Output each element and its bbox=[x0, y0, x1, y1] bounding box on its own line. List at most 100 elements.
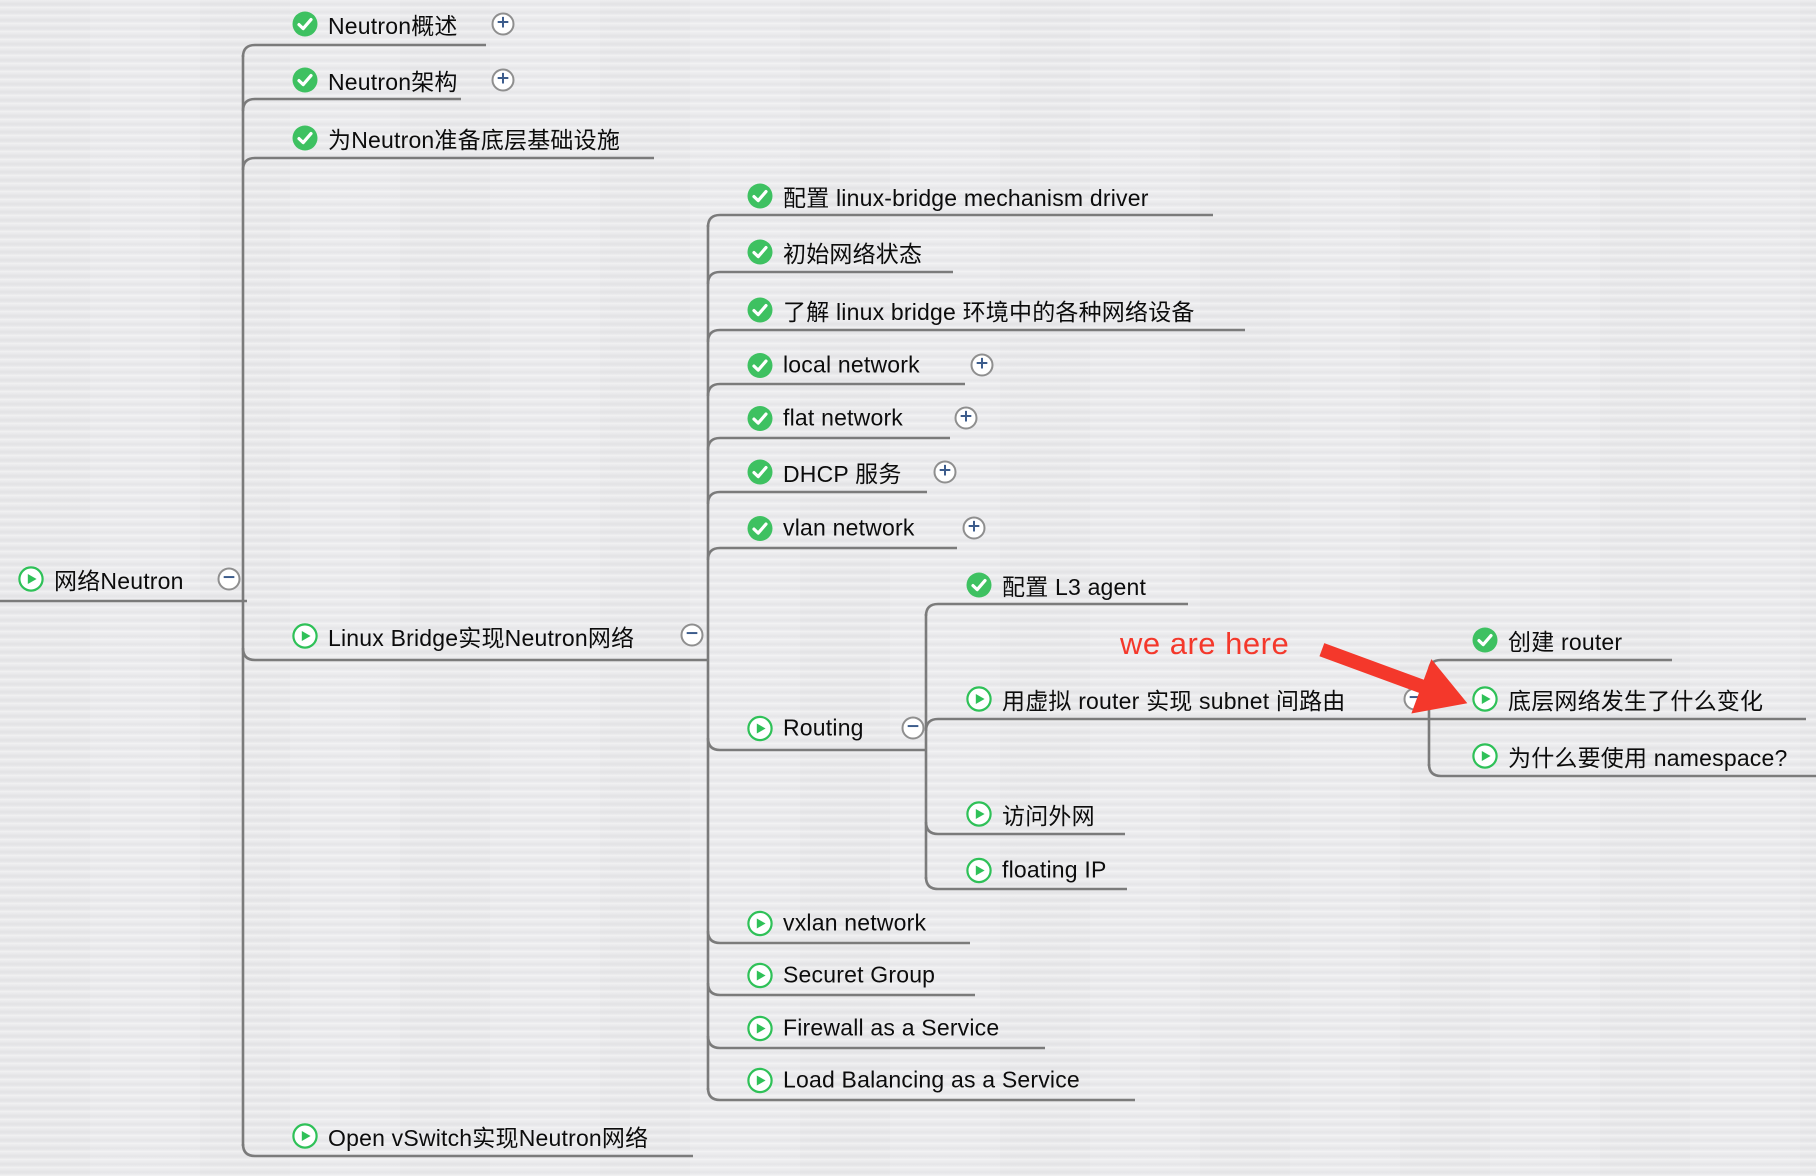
branch-line bbox=[924, 876, 1127, 891]
node-mech-driver[interactable]: 配置 linux-bridge mechanism driver bbox=[747, 179, 1149, 213]
plus-icon: + bbox=[937, 460, 953, 481]
branch-line bbox=[706, 930, 970, 945]
play-icon bbox=[1472, 743, 1498, 769]
collapse-button[interactable]: − bbox=[1403, 687, 1427, 711]
branch-line bbox=[706, 982, 975, 997]
branch-line bbox=[241, 156, 654, 171]
branch-line bbox=[924, 602, 1188, 617]
node-securet-group[interactable]: Securet Group bbox=[747, 962, 935, 989]
node-l3-agent[interactable]: 配置 L3 agent bbox=[966, 568, 1146, 602]
node-vxlan-network[interactable]: vxlan network bbox=[747, 910, 926, 937]
branch-line bbox=[706, 382, 965, 397]
check-icon bbox=[747, 459, 773, 485]
branch-line bbox=[241, 1143, 693, 1158]
check-icon bbox=[747, 515, 773, 541]
expand-button[interactable]: + bbox=[970, 353, 994, 377]
minus-icon: − bbox=[905, 716, 921, 737]
branch-line bbox=[706, 270, 953, 285]
node-label: Open vSwitch实现Neutron网络 bbox=[328, 1125, 649, 1151]
check-icon bbox=[747, 405, 773, 431]
play-icon bbox=[18, 566, 44, 592]
check-icon bbox=[747, 297, 773, 323]
node-why-namespace[interactable]: 为什么要使用 namespace? bbox=[1472, 739, 1788, 773]
node-label: Neutron架构 bbox=[328, 69, 458, 95]
branch-line bbox=[241, 647, 708, 662]
node-initial-state[interactable]: 初始网络状态 bbox=[747, 235, 922, 269]
node-virtual-router[interactable]: 用虚拟 router 实现 subnet 间路由 bbox=[966, 682, 1346, 716]
play-icon bbox=[966, 857, 992, 883]
node-create-router[interactable]: 创建 router bbox=[1472, 623, 1622, 657]
branch-line bbox=[706, 490, 927, 505]
play-icon bbox=[966, 686, 992, 712]
expand-button[interactable]: + bbox=[491, 12, 515, 36]
branch-line bbox=[706, 213, 1213, 228]
node-devices[interactable]: 了解 linux bridge 环境中的各种网络设备 bbox=[747, 293, 1195, 327]
node-label: Routing bbox=[783, 714, 864, 741]
play-icon bbox=[747, 715, 773, 741]
node-prepare[interactable]: 为Neutron准备底层基础设施 bbox=[292, 121, 620, 155]
node-label: 用虚拟 router 实现 subnet 间路由 bbox=[1002, 688, 1346, 714]
plus-icon: + bbox=[974, 353, 990, 374]
node-visit-external[interactable]: 访问外网 bbox=[966, 797, 1095, 831]
node-flat-network[interactable]: flat network bbox=[747, 405, 903, 432]
expand-button[interactable]: + bbox=[491, 68, 515, 92]
expand-button[interactable]: + bbox=[954, 406, 978, 430]
node-label: flat network bbox=[783, 404, 904, 431]
check-icon bbox=[747, 183, 773, 209]
node-architecture[interactable]: Neutron架构 bbox=[292, 63, 458, 97]
branch-line bbox=[924, 717, 1429, 732]
node-underlying-changes[interactable]: 底层网络发生了什么变化 bbox=[1472, 682, 1763, 716]
node-overview[interactable]: Neutron概述 bbox=[292, 7, 458, 41]
check-icon bbox=[292, 125, 318, 151]
node-label: 访问外网 bbox=[1002, 803, 1095, 829]
branch-line bbox=[706, 328, 1245, 343]
node-label: 创建 router bbox=[1508, 629, 1623, 655]
node-label: Securet Group bbox=[783, 961, 936, 988]
node-label: 网络Neutron bbox=[54, 568, 184, 594]
plus-icon: + bbox=[495, 68, 511, 89]
collapse-button[interactable]: − bbox=[901, 716, 925, 740]
check-icon bbox=[966, 572, 992, 598]
node-label: Linux Bridge实现Neutron网络 bbox=[328, 625, 635, 651]
expand-button[interactable]: + bbox=[962, 516, 986, 540]
minus-icon: − bbox=[221, 567, 237, 588]
check-icon bbox=[1472, 627, 1498, 653]
node-label: 初始网络状态 bbox=[783, 241, 923, 267]
node-label: 为Neutron准备底层基础设施 bbox=[328, 127, 621, 153]
branch-line bbox=[241, 43, 486, 58]
node-dhcp[interactable]: DHCP 服务 bbox=[747, 455, 902, 489]
plus-icon: + bbox=[958, 406, 974, 427]
check-icon bbox=[747, 239, 773, 265]
node-label: DHCP 服务 bbox=[783, 461, 902, 487]
collapse-button[interactable]: − bbox=[217, 567, 241, 591]
node-firewall[interactable]: Firewall as a Service bbox=[747, 1015, 999, 1042]
node-label: vlan network bbox=[783, 514, 915, 541]
play-icon bbox=[747, 1015, 773, 1041]
node-vlan-network[interactable]: vlan network bbox=[747, 515, 915, 542]
minus-icon: − bbox=[684, 623, 700, 644]
play-icon bbox=[292, 623, 318, 649]
node-local-network[interactable]: local network bbox=[747, 352, 920, 379]
node-label: local network bbox=[783, 351, 920, 378]
node-root[interactable]: 网络Neutron bbox=[18, 562, 184, 596]
branch-line bbox=[706, 546, 957, 561]
node-routing[interactable]: Routing bbox=[747, 715, 864, 742]
check-icon bbox=[747, 352, 773, 378]
node-label: vxlan network bbox=[783, 909, 927, 936]
node-linux-bridge[interactable]: Linux Bridge实现Neutron网络 bbox=[292, 619, 634, 653]
play-icon bbox=[747, 1067, 773, 1093]
node-floating-ip[interactable]: floating IP bbox=[966, 857, 1107, 884]
collapse-button[interactable]: − bbox=[680, 623, 704, 647]
node-label: Neutron概述 bbox=[328, 13, 458, 39]
play-icon bbox=[966, 801, 992, 827]
node-open-vswitch[interactable]: Open vSwitch实现Neutron网络 bbox=[292, 1119, 648, 1153]
branch-line bbox=[706, 1087, 1135, 1102]
branch-line bbox=[924, 821, 1125, 836]
expand-button[interactable]: + bbox=[933, 460, 957, 484]
branch-line bbox=[706, 436, 950, 451]
branch-line bbox=[241, 97, 461, 112]
node-lbaas[interactable]: Load Balancing as a Service bbox=[747, 1067, 1080, 1094]
minus-icon: − bbox=[1407, 687, 1423, 708]
node-label: Load Balancing as a Service bbox=[783, 1066, 1080, 1093]
